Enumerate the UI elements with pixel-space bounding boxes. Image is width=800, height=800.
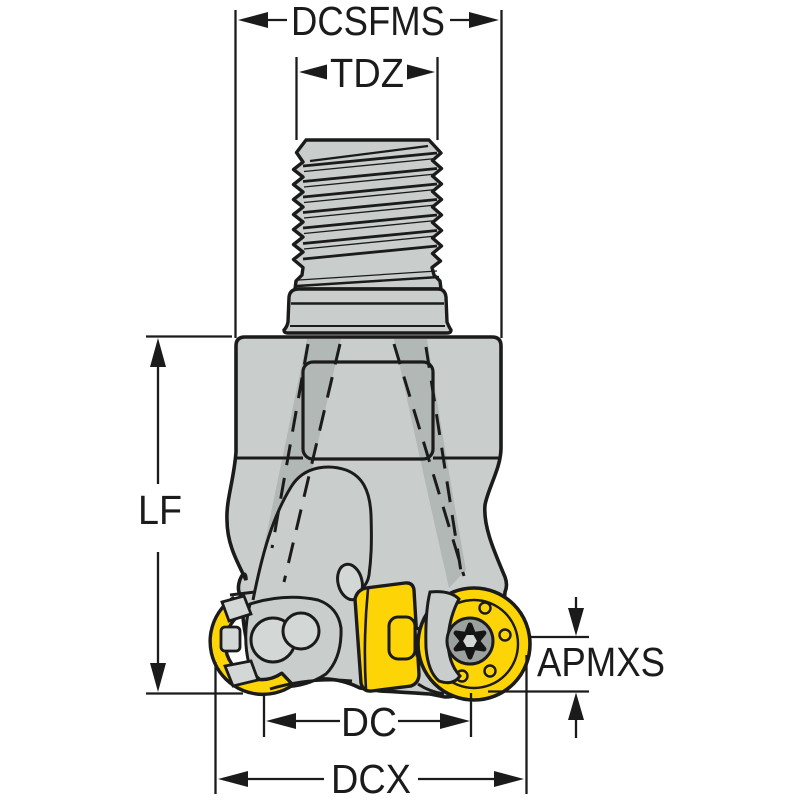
lf-arrow-top bbox=[150, 338, 166, 367]
clamp-finger-top bbox=[220, 594, 253, 623]
right-round-insert bbox=[416, 586, 532, 702]
dcsfms-arrow-left bbox=[238, 12, 268, 28]
thread-runout-line bbox=[296, 275, 440, 288]
thread-silhouette bbox=[291, 138, 444, 291]
dcx-arrow-left bbox=[218, 771, 248, 787]
left-round-insert bbox=[208, 594, 353, 696]
body-bottom-edge-left bbox=[269, 678, 353, 691]
center-insert-body bbox=[353, 581, 421, 693]
thread-runout-line-thin bbox=[298, 270, 438, 281]
insert-holes bbox=[455, 601, 512, 683]
lf-tick-lines bbox=[146, 335, 243, 695]
threaded-shank bbox=[291, 138, 444, 291]
label-dcx: DCX bbox=[331, 756, 411, 800]
thread-root-lines bbox=[303, 157, 437, 250]
dim-tdz: TDZ bbox=[295, 50, 439, 140]
label-dcsfms: DCSFMS bbox=[291, 0, 445, 44]
label-tdz: TDZ bbox=[330, 50, 404, 96]
thread-start-chamfer-line bbox=[309, 144, 429, 163]
clamp-pad-square bbox=[219, 625, 242, 653]
left-ledge-line bbox=[229, 590, 256, 597]
apmxs-arrow-down bbox=[568, 608, 584, 636]
dcsfms-extension-lines bbox=[234, 10, 503, 338]
right-clamp-arm bbox=[424, 590, 462, 685]
dim-lf: LF bbox=[138, 335, 243, 695]
dc-extension-lines bbox=[262, 693, 473, 737]
dashed-line-right-inner bbox=[392, 343, 466, 577]
label-dc: DC bbox=[341, 699, 397, 745]
clamp-finger-bottom bbox=[223, 659, 260, 688]
dim-dcsfms: DCSFMS bbox=[234, 0, 503, 338]
insert-pocket-outline bbox=[301, 360, 435, 461]
dashed-line-left-outer bbox=[282, 343, 342, 583]
insert-hole-right bbox=[498, 628, 512, 642]
hidden-edge-dashed-lines bbox=[270, 343, 466, 583]
thread-crest-lines bbox=[302, 151, 438, 261]
dim-apmxs: APMXS bbox=[488, 597, 665, 738]
dc-arrow-left bbox=[266, 713, 296, 729]
lf-arrow-bottom bbox=[150, 663, 166, 692]
dcx-extension-lines bbox=[214, 655, 528, 794]
left-screw-head-side bbox=[281, 611, 321, 651]
apmxs-arrow-up bbox=[568, 692, 584, 720]
insert-hole-bottom bbox=[483, 664, 497, 678]
dim-dcx: DCX bbox=[214, 655, 528, 800]
dashed-line-right-outer bbox=[424, 346, 464, 579]
body-bottom-edge-center bbox=[417, 682, 445, 696]
dcsfms-arrow-right bbox=[469, 12, 499, 28]
insert-hole-top bbox=[478, 601, 492, 615]
dcx-arrow-right bbox=[494, 771, 524, 787]
center-insert-tab bbox=[387, 615, 417, 661]
label-lf: LF bbox=[138, 487, 182, 533]
insert-cluster bbox=[208, 581, 532, 702]
dc-arrow-right bbox=[440, 713, 470, 729]
torx-hex-center bbox=[463, 635, 477, 647]
collar-silhouette bbox=[282, 287, 453, 335]
torx-screw bbox=[445, 616, 495, 666]
label-apmxs: APMXS bbox=[537, 639, 665, 685]
tdz-extension-lines bbox=[295, 57, 439, 140]
dashed-line-left-inner bbox=[270, 343, 310, 549]
coupling-collar bbox=[282, 287, 453, 335]
tdz-arrow-right bbox=[407, 64, 435, 80]
dim-dc: DC bbox=[262, 693, 473, 745]
tdz-arrow-left bbox=[299, 64, 327, 80]
center-insert-contour bbox=[363, 588, 370, 691]
